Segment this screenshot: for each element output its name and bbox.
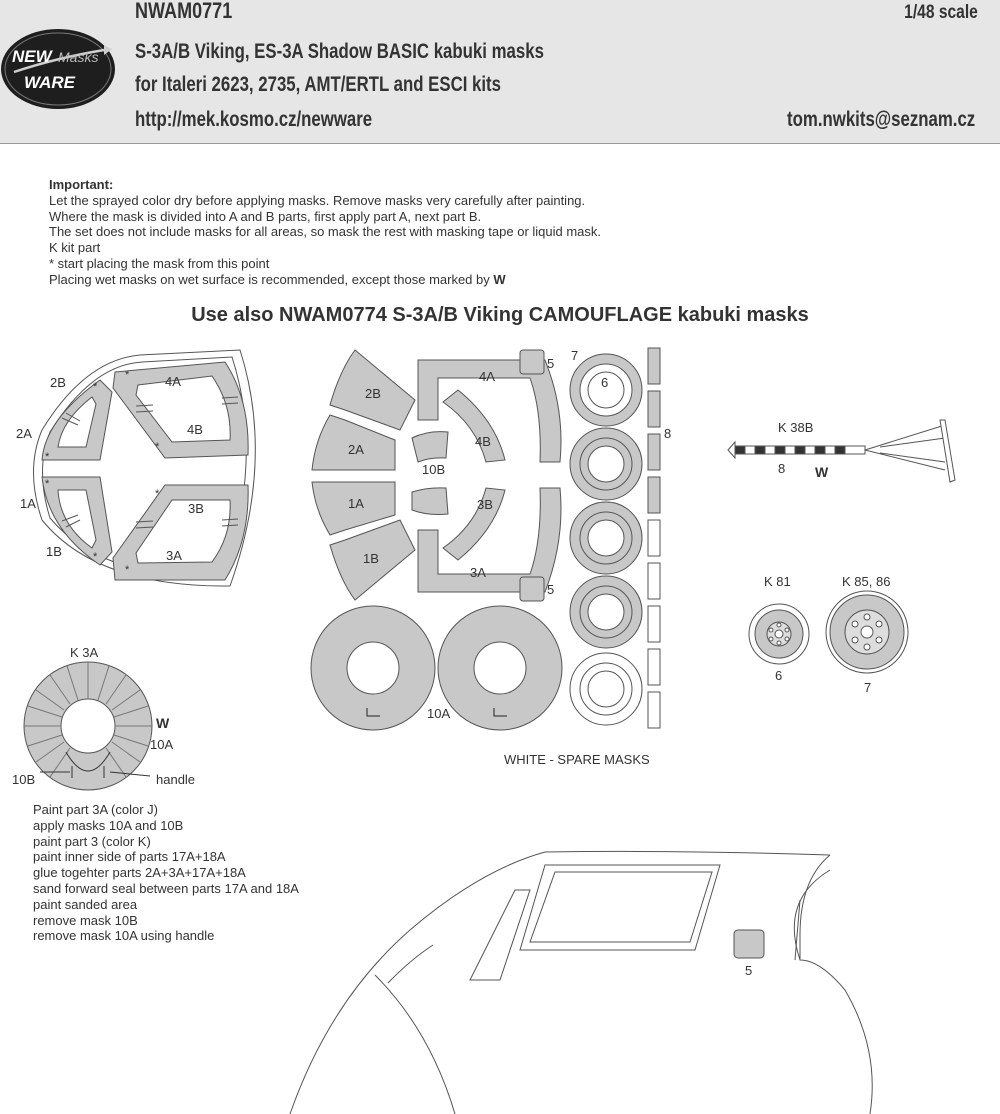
- label-3B: 3B: [188, 501, 204, 516]
- wheel-diagrams: [748, 590, 909, 674]
- sheet-label-3B: 3B: [477, 497, 493, 512]
- title-line-2: for Italeri 2623, 2735, AMT/ERTL and ESC…: [135, 73, 501, 96]
- sheet-label-6: 6: [601, 375, 608, 390]
- mask-sheet: [310, 347, 661, 731]
- website-link[interactable]: http://mek.kosmo.cz/newware: [135, 108, 373, 131]
- antenna-num: 8: [778, 461, 785, 476]
- instruction-line: apply masks 10A and 10B: [33, 817, 184, 833]
- newware-logo: NEW Masks WARE: [1, 29, 115, 109]
- important-notes: Important: Let the sprayed color dry bef…: [49, 177, 601, 288]
- sheet-label-7: 7: [571, 348, 578, 363]
- note-line: Where the mask is divided into A and B p…: [49, 208, 482, 224]
- antenna-w-mark: W: [815, 464, 829, 480]
- note-line: * start placing the mask from this point: [49, 255, 270, 271]
- k3a-10b: 10B: [12, 772, 35, 787]
- title-line-1: S-3A/B Viking, ES-3A Shadow BASIC kabuki…: [135, 40, 544, 63]
- sheet-label-5: 5: [547, 356, 554, 371]
- sheet-label-4B: 4B: [475, 434, 491, 449]
- fuselage-part-5: 5: [745, 963, 752, 978]
- note-line: The set does not include masks for all a…: [49, 224, 602, 240]
- start-mark: *: [93, 381, 98, 393]
- sheet-label-2A: 2A: [348, 442, 364, 457]
- start-mark: *: [45, 478, 50, 490]
- canopy-diagram: [33, 349, 256, 587]
- instruction-line: paint sanded area: [33, 896, 138, 912]
- sheet-label-4A: 4A: [479, 369, 495, 384]
- k3a-handle: handle: [156, 772, 195, 787]
- sheet-labels: 2B 2A 1A 1B 4A 4B 3B 3A 10B 10A 5 5 7 6 …: [348, 348, 671, 767]
- k3a-w-mark: W: [156, 715, 170, 731]
- start-mark: *: [45, 451, 50, 463]
- w-mark: W: [493, 271, 506, 287]
- instruction-line: paint part 3 (color K): [33, 833, 151, 849]
- wheel-num-6: 6: [775, 668, 782, 683]
- start-mark: *: [93, 551, 98, 563]
- sheet-label-5b: 5: [547, 582, 554, 597]
- k3a-ring: [23, 661, 153, 791]
- note-line: Let the sprayed color dry before applyin…: [49, 192, 586, 208]
- antenna-diagram: [727, 419, 956, 483]
- note-line: K kit part: [49, 240, 101, 256]
- sheet-label-1A: 1A: [348, 496, 364, 511]
- use-also-banner: Use also NWAM0774 S-3A/B Viking CAMOUFLA…: [191, 304, 809, 326]
- antenna-label: K 38B: [778, 420, 813, 435]
- instruction-line: remove mask 10B: [33, 912, 138, 928]
- k3a-10a: 10A: [150, 737, 173, 752]
- product-code: NWAM0771: [135, 0, 233, 23]
- wheel-label-k85: K 85, 86: [842, 574, 890, 589]
- email-link[interactable]: tom.nwkits@seznam.cz: [786, 108, 975, 131]
- label-2B: 2B: [50, 375, 66, 390]
- instruction-line: glue togehter parts 2A+3A+17A+18A: [33, 865, 246, 881]
- label-4A: 4A: [165, 374, 181, 389]
- header-bar: [0, 0, 1000, 144]
- canopy-labels: 2B 2A 1A 1B 4A 4B 3B 3A * * * * * * * *: [16, 369, 204, 576]
- logo-text-masks: Masks: [58, 49, 98, 65]
- spare-masks-label: WHITE - SPARE MASKS: [504, 752, 650, 767]
- sheet-label-8: 8: [664, 426, 671, 441]
- sheet-label-10B: 10B: [422, 462, 445, 477]
- start-mark: *: [125, 564, 130, 576]
- start-mark: *: [125, 369, 130, 381]
- logo-text-ware: WARE: [24, 73, 76, 92]
- logo-text-new: NEW: [12, 47, 54, 66]
- wheel-num-7: 7: [864, 680, 871, 695]
- note-wet-text: Placing wet masks on wet surface is reco…: [49, 271, 490, 287]
- fuselage-outline: [289, 850, 873, 1114]
- notes-heading: Important:: [49, 177, 114, 192]
- label-1A: 1A: [20, 496, 36, 511]
- painting-instructions: Paint part 3A (color J) apply masks 10A …: [33, 802, 299, 944]
- sheet-label-1B: 1B: [363, 551, 379, 566]
- sheet-label-3A: 3A: [470, 565, 486, 580]
- note-line-wet: Placing wet masks on wet surface is reco…: [49, 272, 601, 288]
- label-4B: 4B: [187, 422, 203, 437]
- label-2A: 2A: [16, 426, 32, 441]
- wheel-label-k81: K 81: [764, 574, 791, 589]
- instruction-line: Paint part 3A (color J): [33, 802, 158, 817]
- sheet-label-2B: 2B: [365, 386, 381, 401]
- instruction-line: paint inner side of parts 17A+18A: [33, 849, 226, 865]
- instruction-line: remove mask 10A using handle: [33, 928, 215, 944]
- k3a-label: K 3A: [70, 645, 99, 660]
- sheet-label-10A: 10A: [427, 706, 450, 721]
- start-mark: *: [155, 488, 160, 500]
- instruction-line: sand forward seal between parts 17A and …: [33, 880, 299, 896]
- label-1B: 1B: [46, 544, 62, 559]
- start-mark: *: [155, 441, 160, 453]
- scale-label: 1/48 scale: [904, 2, 978, 23]
- label-3A: 3A: [166, 548, 182, 563]
